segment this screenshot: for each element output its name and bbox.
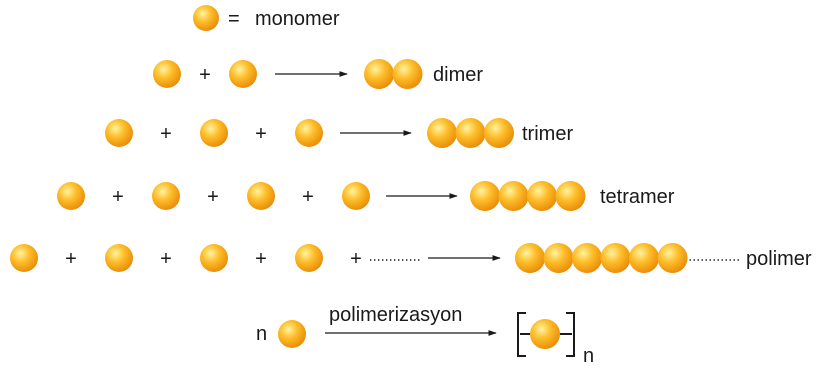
monomer-icon [105,244,133,272]
legend-equals: = [228,8,240,30]
monomer-icon [57,182,85,210]
row-trimer: + + trimer [105,118,573,148]
chain-monomer-icon [572,243,602,273]
chain-monomer-icon [392,59,423,89]
product-label: polimer [746,248,812,270]
reaction-coefficient: n [256,323,267,345]
chain-monomer-icon [427,118,457,148]
plus-sign: + [302,186,314,208]
repeat-subscript: n [583,345,594,367]
monomer-icon [229,60,257,88]
legend-label: monomer [255,8,340,30]
chain-monomer-icon [543,243,574,273]
chain-monomer-icon [629,243,659,273]
chain-monomer-icon [600,243,631,273]
monomer-legend-icon [193,5,219,31]
plus-sign: + [112,186,124,208]
chain-monomer-icon [455,118,486,148]
monomer-icon [342,182,370,210]
repeat-unit-icon [530,319,560,349]
chain-monomer-icon [657,243,688,273]
right-bracket [566,312,575,357]
reaction-rows: + dimer + + trimer + + + tetramer + + + + polimer [10,59,812,273]
row-polimer: + + + + polimer [10,243,812,273]
chain-monomer-icon [498,181,529,211]
plus-sign: + [350,248,362,270]
monomer-icon [10,244,38,272]
plus-sign: + [160,248,172,270]
row-tetramer: + + + tetramer [57,181,675,211]
chain-monomer-icon [515,243,545,273]
monomer-icon [105,119,133,147]
general-reaction: n polimerizasyon n [256,304,594,367]
plus-sign: + [65,248,77,270]
plus-sign: + [255,248,267,270]
chain-monomer-icon [470,181,500,211]
left-bracket [517,312,526,357]
monomer-icon [152,182,180,210]
legend: = monomer [193,5,340,31]
chain-monomer-icon [364,59,394,89]
chain-monomer-icon [484,118,514,148]
monomer-icon [247,182,275,210]
plus-sign: + [255,123,267,145]
monomer-icon [295,244,323,272]
product-label: trimer [522,123,573,145]
chain-monomer-icon [527,181,557,211]
product-label: tetramer [600,186,675,208]
plus-sign: + [199,64,211,86]
chain-monomer-icon [555,181,586,211]
reaction-arrow-label: polimerizasyon [329,304,462,326]
plus-sign: + [207,186,219,208]
row-dimer: + dimer [153,59,483,89]
monomer-icon [200,244,228,272]
product-label: dimer [433,64,483,86]
monomer-icon [295,119,323,147]
monomer-icon [200,119,228,147]
plus-sign: + [160,123,172,145]
reaction-monomer-icon [278,320,306,348]
monomer-icon [153,60,181,88]
